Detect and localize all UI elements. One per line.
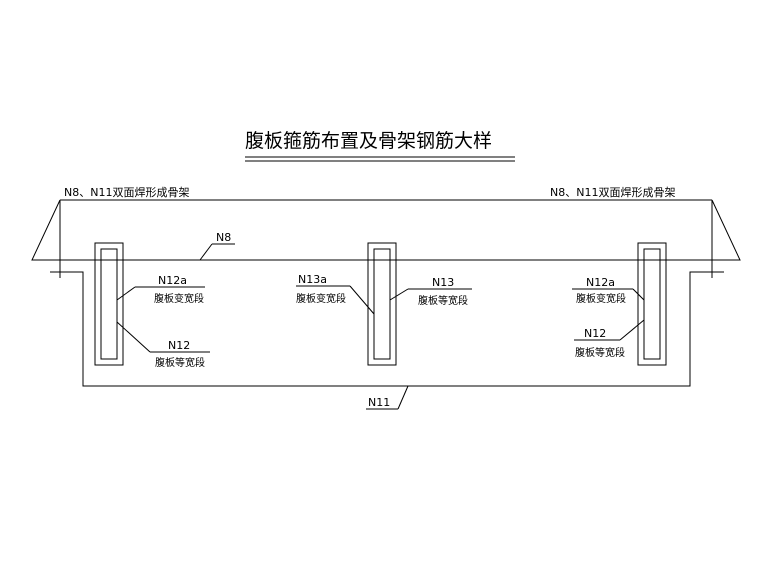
- right-top-leader: [632, 288, 645, 301]
- right-bottom-leader: [619, 319, 645, 341]
- right-top-code: N12a: [586, 276, 615, 289]
- middle-stirrup-inner: [373, 248, 391, 360]
- left-stirrup-inner: [100, 248, 118, 360]
- n11-leader: [397, 385, 409, 410]
- left-chamfer: [31, 199, 61, 261]
- mid-left-code: N13a: [298, 273, 327, 286]
- left-bottom-code: N12: [168, 339, 190, 352]
- skeleton-right-label: N8、N11双面焊形成骨架: [550, 185, 675, 199]
- left-top-leader: [116, 286, 136, 301]
- left-bottom-desc: 腹板等宽段: [155, 356, 205, 369]
- right-stirrup-inner: [643, 248, 661, 360]
- left-top-desc: 腹板变宽段: [154, 292, 204, 305]
- mid-right-leader: [389, 288, 409, 301]
- right-bottom-desc: 腹板等宽段: [575, 346, 625, 359]
- n11-label: N11: [368, 396, 390, 409]
- n8-label: N8: [216, 231, 231, 244]
- right-top-desc: 腹板变宽段: [576, 292, 626, 305]
- right-chamfer: [711, 199, 741, 261]
- left-top-code: N12a: [158, 274, 187, 287]
- left-bottom-leader: [116, 321, 151, 353]
- box-outline: [50, 271, 724, 387]
- mid-left-leader: [349, 285, 375, 315]
- right-bottom-code: N12: [584, 327, 606, 340]
- skeleton-left-label: N8、N11双面焊形成骨架: [64, 185, 189, 199]
- drawing-title: 腹板箍筋布置及骨架钢筋大样: [245, 130, 492, 152]
- mid-left-desc: 腹板变宽段: [296, 292, 346, 305]
- n8-leader: [199, 243, 213, 261]
- mid-right-code: N13: [432, 276, 454, 289]
- mid-right-desc: 腹板等宽段: [418, 294, 468, 307]
